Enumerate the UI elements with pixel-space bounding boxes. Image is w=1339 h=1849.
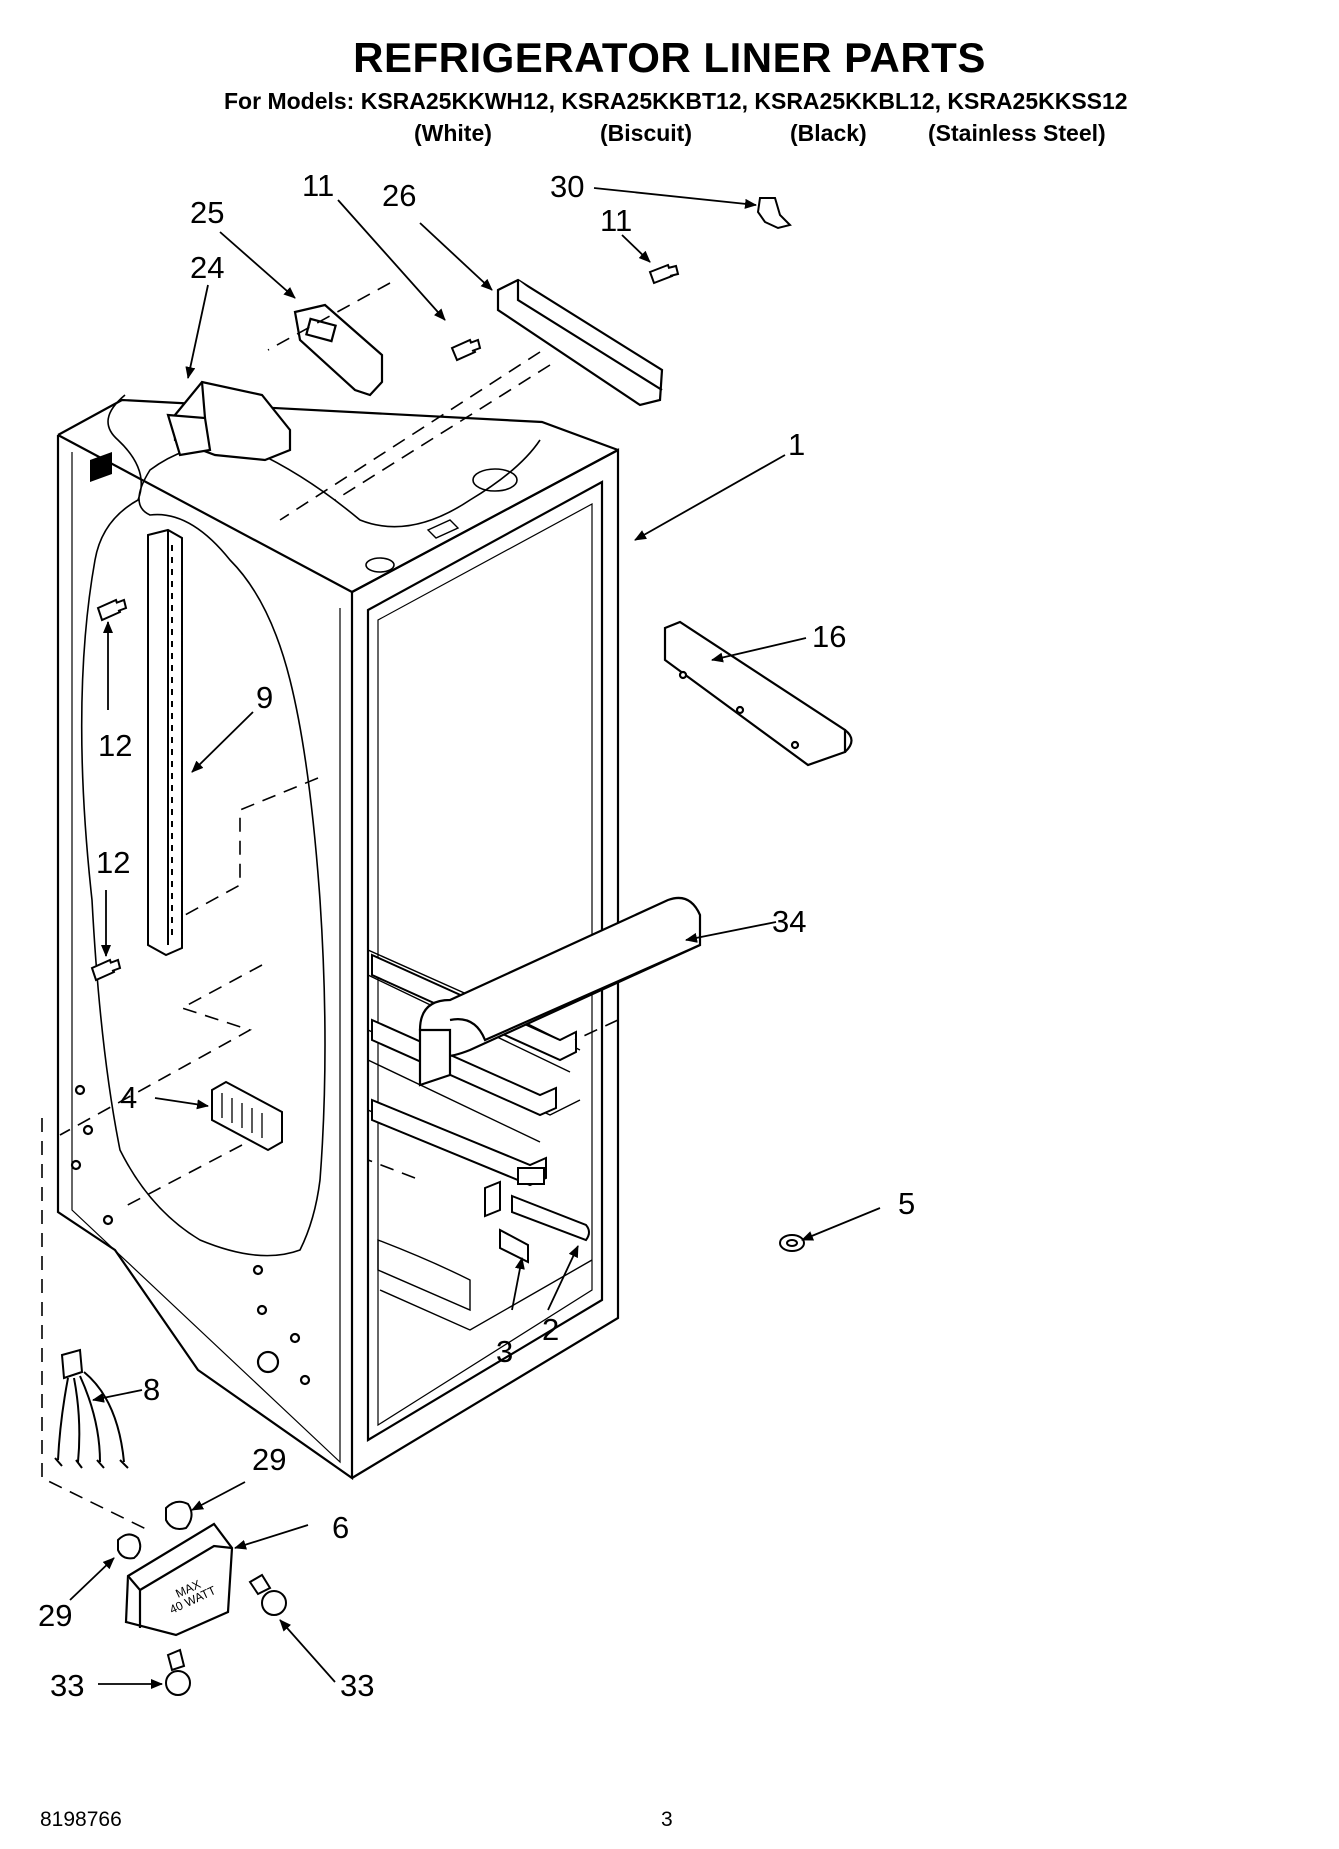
callout-33-right: 33 bbox=[340, 1668, 374, 1703]
callout-6: 6 bbox=[332, 1510, 349, 1545]
page-title: REFRIGERATOR LINER PARTS bbox=[353, 34, 986, 81]
callout-8: 8 bbox=[143, 1372, 160, 1407]
callout-34: 34 bbox=[772, 904, 806, 939]
callout-4: 4 bbox=[120, 1080, 137, 1115]
callout-arrows bbox=[69, 187, 881, 1689]
callout-11-bracket-screw: 11 bbox=[302, 168, 334, 203]
part-11-screw-top bbox=[648, 263, 680, 285]
document-number: 8198766 bbox=[40, 1808, 122, 1831]
part-4-grille bbox=[211, 1080, 283, 1152]
variant-white: (White) bbox=[414, 120, 492, 146]
part-34-cover bbox=[418, 896, 702, 1087]
callout-9: 9 bbox=[256, 680, 273, 715]
callout-5: 5 bbox=[898, 1186, 915, 1221]
callout-1: 1 bbox=[788, 427, 805, 462]
callout-11-top-screw: 11 bbox=[600, 203, 632, 238]
variant-stainless-steel: (Stainless Steel) bbox=[928, 120, 1106, 146]
part-2-and-3-brackets bbox=[484, 1180, 590, 1264]
part-12-screw-upper bbox=[96, 598, 128, 622]
part-9-shelf-ladder bbox=[147, 528, 183, 957]
part-11-screw-bracket bbox=[450, 338, 482, 362]
assembly-dashed-lines bbox=[41, 282, 619, 1531]
variant-biscuit: (Biscuit) bbox=[600, 120, 692, 146]
callout-2: 2 bbox=[542, 1312, 559, 1347]
callout-24: 24 bbox=[190, 250, 224, 285]
variant-black: (Black) bbox=[790, 120, 867, 146]
callout-29-lower: 29 bbox=[38, 1598, 72, 1633]
callout-25: 25 bbox=[190, 195, 224, 230]
part-33-bulb-right bbox=[248, 1573, 287, 1616]
callout-29-upper: 29 bbox=[252, 1442, 286, 1477]
part-29-clip-upper bbox=[165, 1500, 193, 1530]
callout-12-upper: 12 bbox=[98, 728, 132, 763]
part-29-clip-lower bbox=[117, 1533, 142, 1560]
callout-12-lower: 12 bbox=[96, 845, 130, 880]
part-30-clip bbox=[756, 197, 792, 230]
part-5-grommet bbox=[779, 1234, 805, 1252]
part-12-screw-lower bbox=[90, 958, 122, 982]
part-8-wire-harness bbox=[54, 1348, 129, 1469]
callout-30: 30 bbox=[550, 169, 584, 204]
part-26-rail bbox=[496, 278, 664, 407]
callout-33-lower: 33 bbox=[50, 1668, 84, 1703]
callout-3: 3 bbox=[496, 1334, 513, 1369]
models-line: For Models: KSRA25KKWH12, KSRA25KKBT12, … bbox=[224, 88, 1128, 114]
part-16-rail bbox=[663, 620, 853, 767]
part-24-control-housing bbox=[166, 380, 292, 462]
part-25-bracket bbox=[293, 303, 384, 397]
part-33-bulb-lower bbox=[165, 1648, 191, 1696]
callout-labels: 11 26 30 11 25 24 1 16 9 12 12 34 4 5 3 … bbox=[38, 168, 915, 1703]
callout-26: 26 bbox=[382, 178, 416, 213]
page-number: 3 bbox=[661, 1808, 673, 1831]
liner-body bbox=[56, 394, 620, 1481]
callout-16: 16 bbox=[812, 619, 846, 654]
part-6-lamp-housing: MAX 40 WATT bbox=[124, 1522, 234, 1637]
